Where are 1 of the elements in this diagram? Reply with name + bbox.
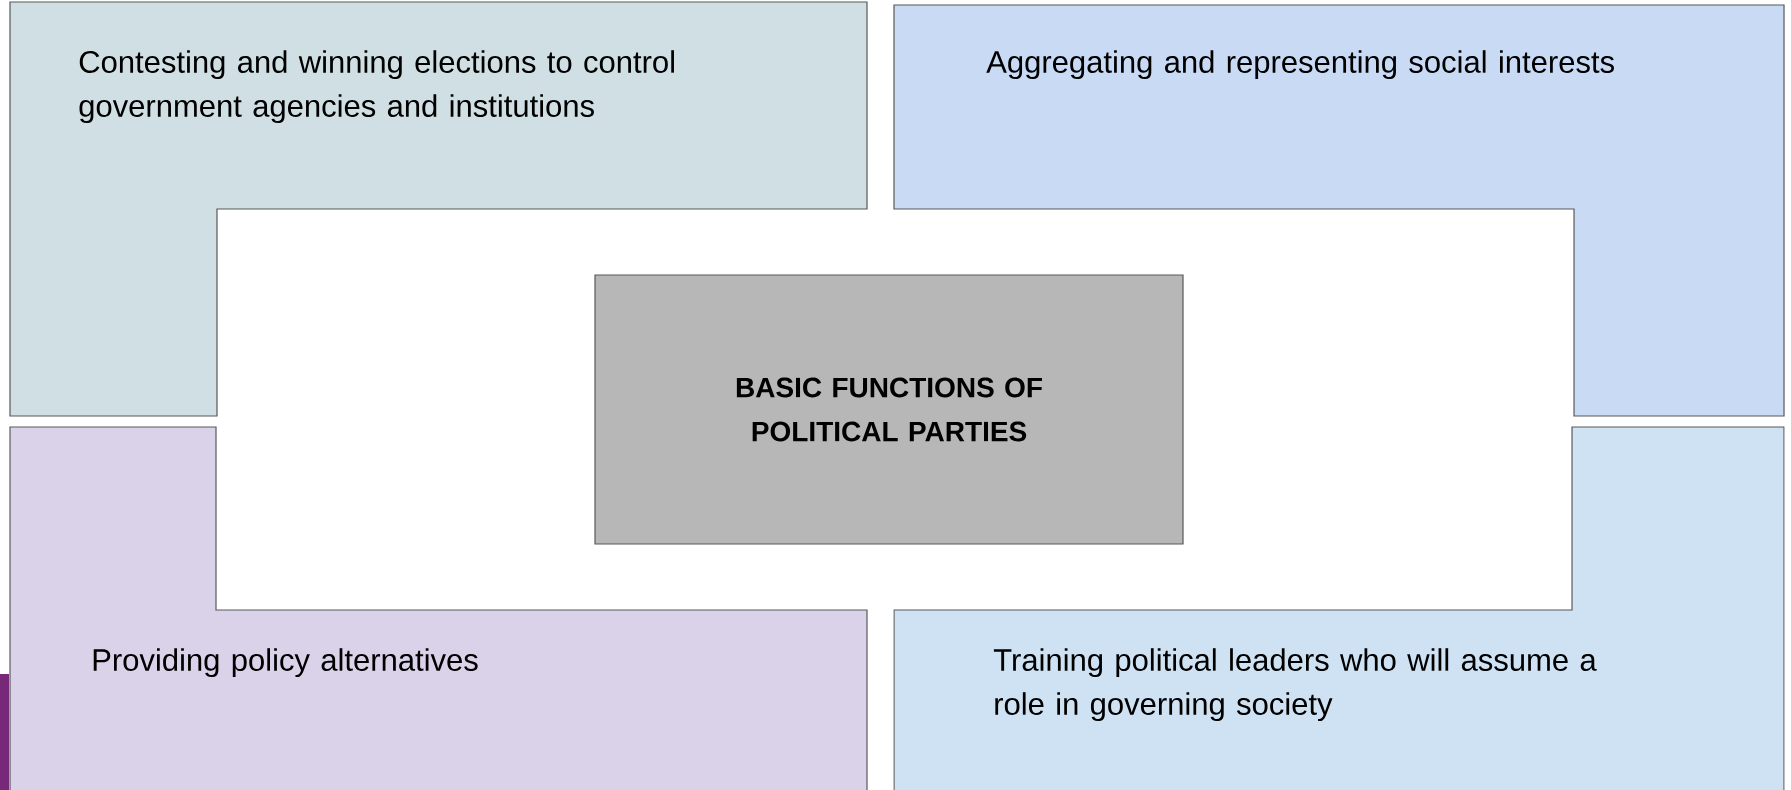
title-box: BASIC FUNCTIONS OF POLITICAL PARTIES xyxy=(594,274,1184,545)
